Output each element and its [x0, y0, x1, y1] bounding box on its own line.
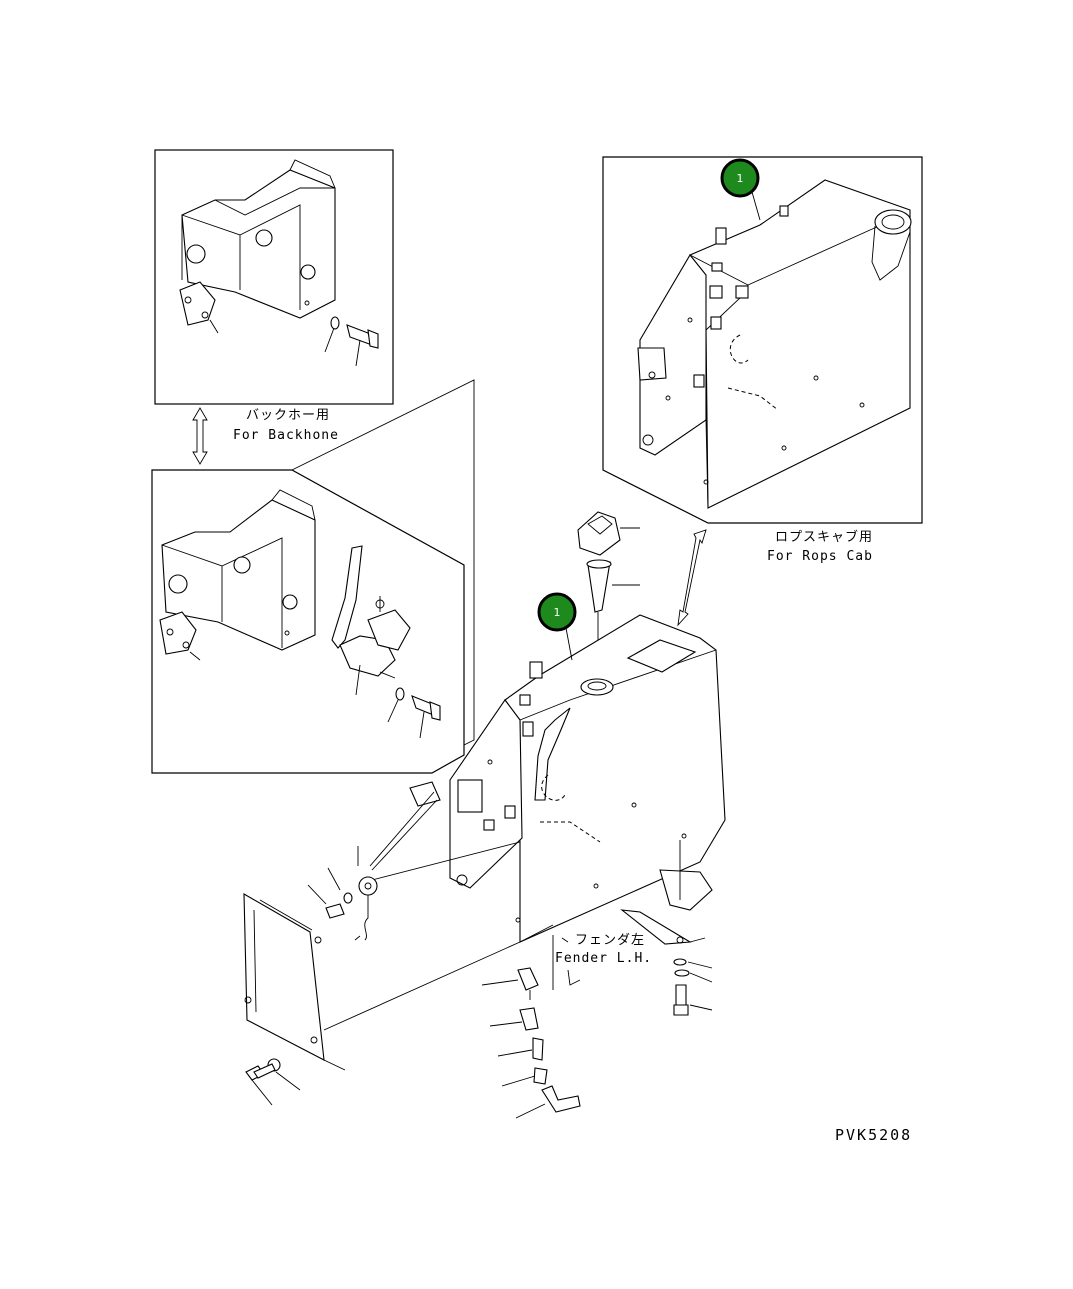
fittings: [481, 967, 581, 1119]
label-fender-en: Fender L.H.: [555, 951, 652, 966]
fender-plate: [243, 893, 554, 1106]
main-fuel-tank: [449, 511, 726, 1016]
drawing-code: PVK5208: [835, 1126, 912, 1144]
linkage-rod: [307, 781, 521, 941]
inset-frame-backhoe-upper: [154, 149, 394, 405]
label-fender-jp: フェンダ左: [575, 933, 645, 948]
callout-badge-main[interactable]: 1: [537, 592, 577, 632]
label-backhoe-jp: バックホー用: [246, 408, 330, 423]
callout-number-rops: 1: [737, 172, 744, 185]
arrow-rops: [677, 529, 707, 627]
label-rops-en: For Rops Cab: [767, 549, 873, 564]
inset-frame-rops: [602, 156, 923, 524]
inset-backhoe-upper: [154, 149, 394, 405]
arrow-backhoe: [192, 407, 208, 465]
callout-badge-rops[interactable]: 1: [720, 158, 760, 198]
callout-number-main: 1: [554, 606, 561, 619]
inset-rops-cab: [602, 156, 923, 524]
label-rops-jp: ロプスキャブ用: [775, 529, 873, 545]
label-backhoe-en: For Backhone: [233, 428, 339, 443]
inset-backhoe-lower: [151, 379, 475, 774]
